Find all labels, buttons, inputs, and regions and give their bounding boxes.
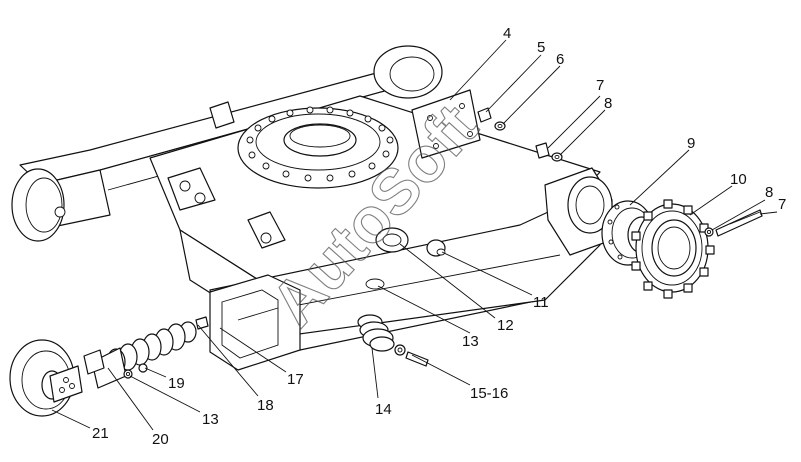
label-15-16: 15-16 xyxy=(470,385,508,402)
right-fasteners xyxy=(704,209,763,237)
label-7-right: 7 xyxy=(778,196,786,213)
label-20: 20 xyxy=(152,431,169,448)
spring-bolt xyxy=(195,316,209,330)
sprocket-10 xyxy=(631,199,715,299)
label-13-left: 13 xyxy=(202,411,219,428)
label-7: 7 xyxy=(596,77,604,94)
bolt-15-16 xyxy=(394,344,429,367)
label-17: 17 xyxy=(287,371,304,388)
label-10: 10 xyxy=(730,171,747,188)
label-18: 18 xyxy=(257,397,274,414)
label-8-right: 8 xyxy=(765,184,773,201)
label-11: 11 xyxy=(533,294,549,311)
sprocket-teeth xyxy=(631,199,715,299)
label-21: 21 xyxy=(92,425,109,442)
label-5: 5 xyxy=(537,39,545,56)
recoil-spring xyxy=(83,321,197,389)
label-14: 14 xyxy=(375,401,392,418)
idler-21 xyxy=(9,339,83,417)
label-12: 12 xyxy=(497,317,514,334)
upper-fasteners xyxy=(477,107,563,162)
boot-14 xyxy=(357,314,395,352)
label-6: 6 xyxy=(556,51,564,68)
bearing-bolt-holes xyxy=(246,106,394,182)
label-13-center: 13 xyxy=(462,333,479,350)
leader-lines xyxy=(51,39,778,431)
label-4: 4 xyxy=(503,25,511,42)
callout-labels: 4 5 6 7 8 9 10 8 7 11 12 13 13 14 15-16 … xyxy=(92,25,786,448)
label-8: 8 xyxy=(604,95,612,112)
label-19: 19 xyxy=(168,375,185,392)
label-9: 9 xyxy=(687,135,695,152)
